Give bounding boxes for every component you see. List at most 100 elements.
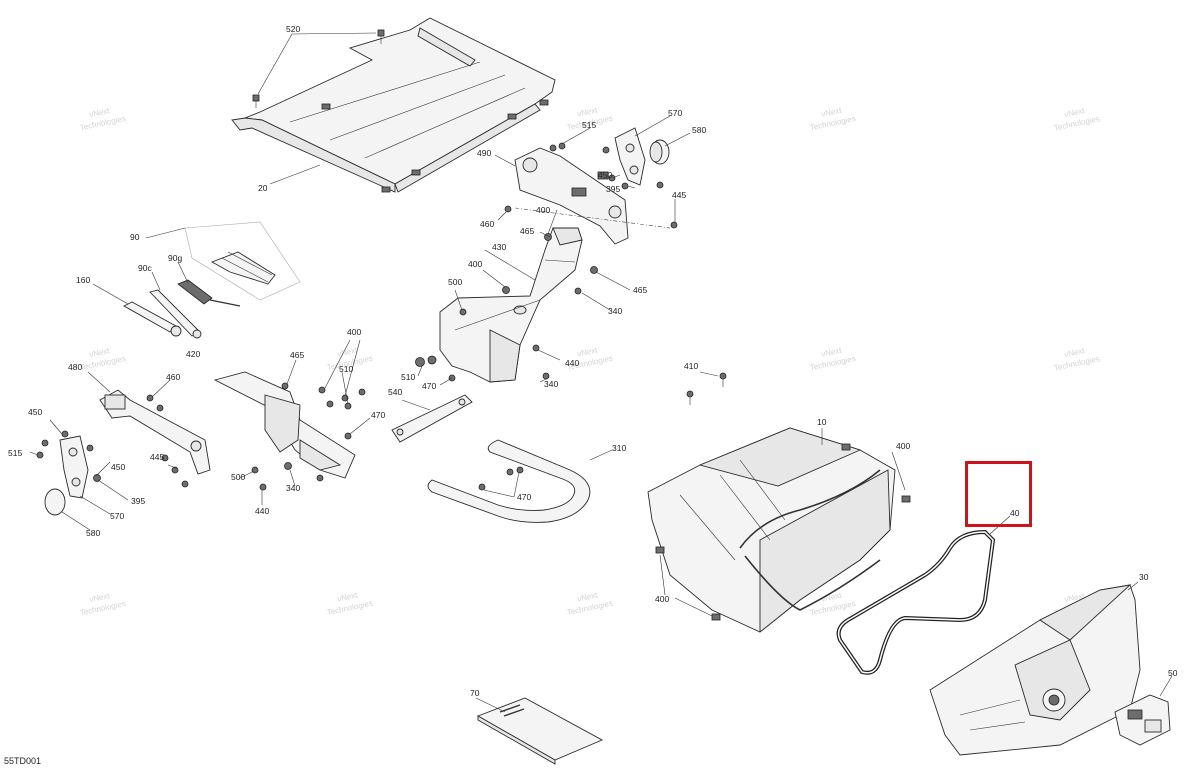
callout-540: 540 bbox=[388, 387, 402, 397]
diagram-code: 55TD001 bbox=[4, 756, 42, 766]
bolts-410[interactable] bbox=[686, 372, 727, 405]
callout-515: 515 bbox=[8, 448, 22, 458]
callout-520: 520 bbox=[286, 24, 300, 34]
part-70-manual-booklet[interactable] bbox=[476, 697, 604, 765]
screw-520[interactable] bbox=[252, 29, 385, 108]
axis-line bbox=[514, 207, 671, 229]
callout-480: 480 bbox=[68, 362, 82, 372]
callout-50: 50 bbox=[1168, 668, 1178, 678]
callout-430: 430 bbox=[492, 242, 506, 252]
callout-30: 30 bbox=[1139, 572, 1149, 582]
callout-460: 460 bbox=[480, 219, 494, 229]
part-540-link-bar[interactable] bbox=[391, 394, 473, 443]
part-580-left-cap[interactable] bbox=[44, 488, 66, 516]
watermark-line2: Technologies bbox=[79, 114, 127, 133]
callout-400: 400 bbox=[896, 441, 910, 451]
callout-395: 395 bbox=[606, 184, 620, 194]
watermark-line1: vNext bbox=[820, 106, 843, 119]
callout-510: 510 bbox=[401, 372, 415, 382]
callout-395: 395 bbox=[131, 496, 145, 506]
leader-line bbox=[891, 451, 906, 491]
watermark-line1: vNext bbox=[576, 345, 599, 358]
leader-line bbox=[401, 399, 431, 411]
callout-445: 445 bbox=[672, 190, 686, 200]
part-90-tool-kit[interactable] bbox=[184, 221, 301, 301]
callout-340: 340 bbox=[608, 306, 622, 316]
callout-90g: 90g bbox=[168, 253, 182, 263]
callout-465: 465 bbox=[633, 285, 647, 295]
nuts-470 bbox=[478, 466, 524, 491]
nuts-center bbox=[415, 233, 598, 382]
watermark-line2: Technologies bbox=[79, 599, 127, 618]
bolts-left bbox=[36, 394, 189, 488]
callout-500: 500 bbox=[231, 472, 245, 482]
callout-10: 10 bbox=[817, 417, 827, 427]
part-40-seal[interactable] bbox=[836, 529, 996, 675]
callout-90c: 90c bbox=[138, 263, 152, 273]
callout-470: 470 bbox=[517, 492, 531, 502]
callout-410: 410 bbox=[684, 361, 698, 371]
part-310-u-bar[interactable] bbox=[427, 439, 591, 523]
callout-440: 440 bbox=[255, 506, 269, 516]
part-10-storage-bin[interactable] bbox=[647, 427, 911, 633]
leader-line bbox=[664, 132, 691, 147]
part-160-wrench[interactable] bbox=[123, 301, 182, 337]
part-90g-screwdriver[interactable] bbox=[177, 279, 241, 307]
watermark-line2: Technologies bbox=[809, 354, 857, 373]
leader-line bbox=[151, 271, 161, 291]
part-480-left-bracket[interactable] bbox=[99, 389, 211, 475]
callout-400: 400 bbox=[468, 259, 482, 269]
watermark-line1: vNext bbox=[576, 105, 599, 118]
part-420-side-bracket[interactable] bbox=[213, 371, 356, 479]
callout-445: 445 bbox=[150, 452, 164, 462]
part-50-latch[interactable] bbox=[1114, 694, 1171, 746]
watermark-line2: Technologies bbox=[809, 114, 857, 133]
watermark-line2: Technologies bbox=[566, 599, 614, 618]
watermark-line1: vNext bbox=[88, 106, 111, 119]
leader-line bbox=[257, 33, 293, 95]
part-30-lid[interactable] bbox=[929, 584, 1141, 756]
leader-lines bbox=[29, 127, 719, 531]
callout-570: 570 bbox=[668, 108, 682, 118]
part-90c-wrench[interactable] bbox=[149, 289, 202, 339]
callout-465: 465 bbox=[520, 226, 534, 236]
watermark-line2: Technologies bbox=[1053, 114, 1101, 133]
callout-580: 580 bbox=[86, 528, 100, 538]
part-570-hinge-plate[interactable] bbox=[614, 127, 646, 186]
callout-labels: 520 20 515 570 580 490 450 395 445 460 4… bbox=[8, 24, 1178, 698]
callout-450: 450 bbox=[28, 407, 42, 417]
leader-line bbox=[589, 449, 613, 461]
callout-450: 450 bbox=[111, 462, 125, 472]
leader-line bbox=[145, 227, 186, 239]
leader-line bbox=[659, 554, 666, 596]
watermark-line1: vNext bbox=[88, 591, 111, 604]
part-430-center-frame[interactable] bbox=[439, 227, 583, 383]
callout-20: 20 bbox=[258, 183, 268, 193]
part-490-upper-bracket[interactable] bbox=[514, 147, 629, 245]
leader-line bbox=[291, 32, 377, 35]
callout-310: 310 bbox=[612, 443, 626, 453]
leader-line bbox=[1159, 675, 1173, 697]
callout-470: 470 bbox=[422, 381, 436, 391]
leader-line bbox=[92, 283, 129, 305]
part-20-storage-tray[interactable] bbox=[231, 17, 556, 193]
part-580-cap[interactable] bbox=[649, 139, 670, 165]
callout-400: 400 bbox=[536, 205, 550, 215]
watermark-line1: vNext bbox=[88, 346, 111, 359]
bolts-upper bbox=[504, 142, 678, 229]
part-570-left-plate[interactable] bbox=[59, 435, 89, 499]
callout-160: 160 bbox=[76, 275, 90, 285]
watermark-line2: Technologies bbox=[1053, 354, 1101, 373]
leader-line bbox=[494, 154, 516, 167]
callout-40: 40 bbox=[1010, 508, 1020, 518]
watermark-line1: vNext bbox=[820, 346, 843, 359]
callout-490: 490 bbox=[477, 148, 491, 158]
callout-400: 400 bbox=[347, 327, 361, 337]
leader-line bbox=[475, 697, 506, 713]
callout-470: 470 bbox=[371, 410, 385, 420]
callout-70: 70 bbox=[470, 688, 480, 698]
callout-400: 400 bbox=[655, 594, 669, 604]
callout-465: 465 bbox=[290, 350, 304, 360]
watermark-line1: vNext bbox=[576, 590, 599, 603]
